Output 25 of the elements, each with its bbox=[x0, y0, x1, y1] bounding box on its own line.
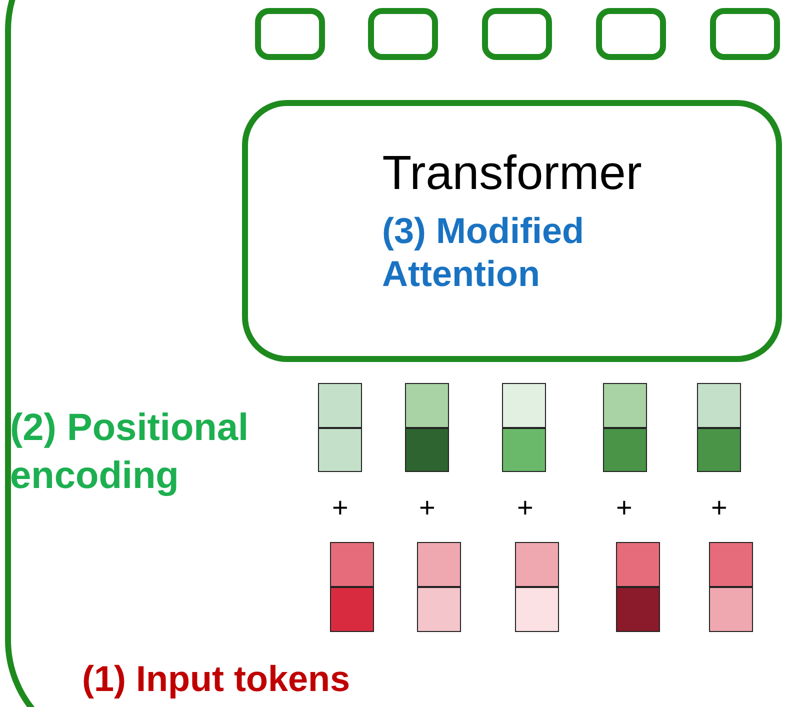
vector-bar bbox=[405, 383, 449, 472]
output-box bbox=[482, 8, 552, 60]
vector-bar bbox=[603, 383, 647, 472]
side-label: (1) Input tokens bbox=[82, 658, 351, 700]
plus-sign: + bbox=[616, 492, 634, 524]
vector-bar bbox=[515, 542, 559, 632]
plus-sign: + bbox=[711, 492, 728, 524]
output-box bbox=[368, 8, 438, 60]
vector-bar bbox=[709, 542, 753, 632]
vector-bar bbox=[697, 383, 741, 472]
vector-bar bbox=[417, 542, 461, 632]
vector-bar bbox=[616, 542, 660, 632]
model-box bbox=[242, 100, 782, 362]
plus-sign: + bbox=[419, 492, 436, 524]
plus-sign: + bbox=[517, 492, 534, 524]
box-subtitle: (3) Modified Attention bbox=[382, 209, 585, 296]
vector-bar bbox=[318, 383, 362, 472]
vector-bar bbox=[502, 383, 546, 472]
output-box bbox=[596, 8, 666, 60]
box-title: Transformer bbox=[382, 146, 642, 201]
plus-sign: + bbox=[332, 492, 350, 524]
side-label: (2) Positional encoding bbox=[10, 406, 250, 498]
output-box bbox=[255, 8, 325, 60]
output-box bbox=[710, 8, 780, 60]
vector-bar bbox=[330, 542, 374, 632]
